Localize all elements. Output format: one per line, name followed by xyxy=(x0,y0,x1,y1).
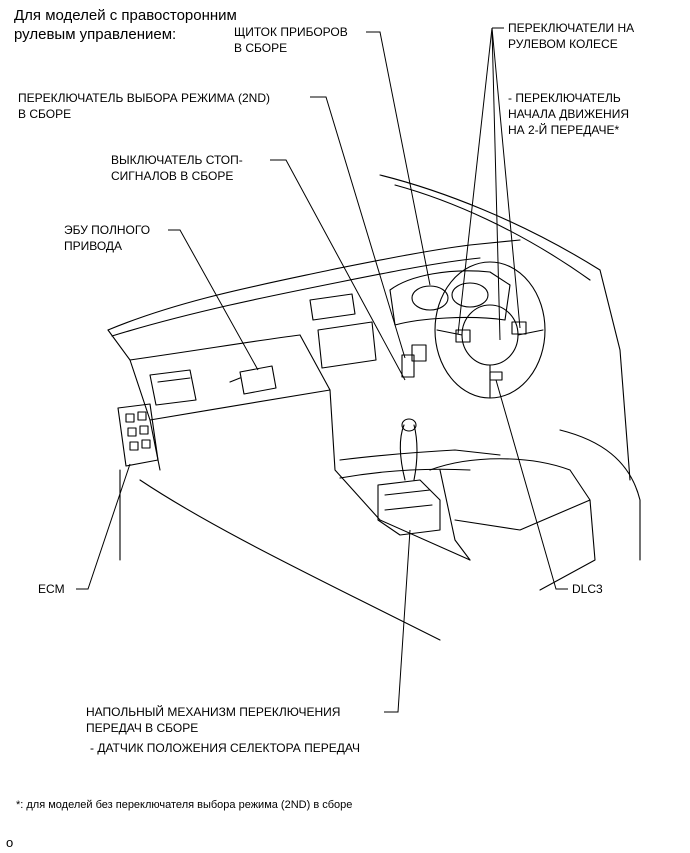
dashboard-outline xyxy=(107,239,521,331)
label-floor-shift: НАПОЛЬНЫЙ МЕХАНИЗМ ПЕРЕКЛЮЧЕНИЯ ПЕРЕДАЧ … xyxy=(86,705,341,735)
shift-lever xyxy=(399,424,406,481)
label-mode-select-switch: ПЕРЕКЛЮЧАТЕЛЬ ВЫБОРА РЕЖИМА (2ND) В СБОР… xyxy=(18,91,270,121)
corner-mark: o xyxy=(6,835,14,850)
footnote: *: для моделей без переключателя выбора … xyxy=(16,799,353,811)
label-stop-light-switch: ВЫКЛЮЧАТЕЛЬ СТОП- СИГНАЛОВ В СБОРЕ xyxy=(111,153,243,183)
left-vent xyxy=(149,369,197,406)
windshield-line xyxy=(379,174,601,271)
label-steering-switches: ПЕРЕКЛЮЧАТЕЛИ НА РУЛЕВОМ КОЛЕСЕ xyxy=(508,21,635,51)
floor-shift-assembly xyxy=(377,479,441,536)
ecm-box xyxy=(117,403,159,467)
label-ecm: ECM xyxy=(38,582,65,596)
center-console xyxy=(329,389,471,561)
label-dlc3: DLC3 xyxy=(572,582,603,596)
leader-lines xyxy=(76,27,568,713)
label-awd-ecu: ЭБУ ПОЛНОГО ПРИВОДА xyxy=(64,223,151,253)
label-second-start-switch: - ПЕРЕКЛЮЧАТЕЛЬ НАЧАЛА ДВИЖЕНИЯ НА 2-Й П… xyxy=(508,91,630,137)
instrument-cluster-housing xyxy=(389,270,511,326)
label-instrument-cluster: ЩИТОК ПРИБОРОВ В СБОРЕ xyxy=(234,25,348,55)
header-note: Для моделей с правосторонним рулевым упр… xyxy=(14,7,237,43)
center-screen xyxy=(317,321,377,369)
label-shift-position-sensor: - ДАТЧИК ПОЛОЖЕНИЯ СЕЛЕКТОРА ПЕРЕДАЧ xyxy=(90,741,360,755)
awd-ecu-box xyxy=(239,365,277,395)
armrest xyxy=(429,458,591,531)
